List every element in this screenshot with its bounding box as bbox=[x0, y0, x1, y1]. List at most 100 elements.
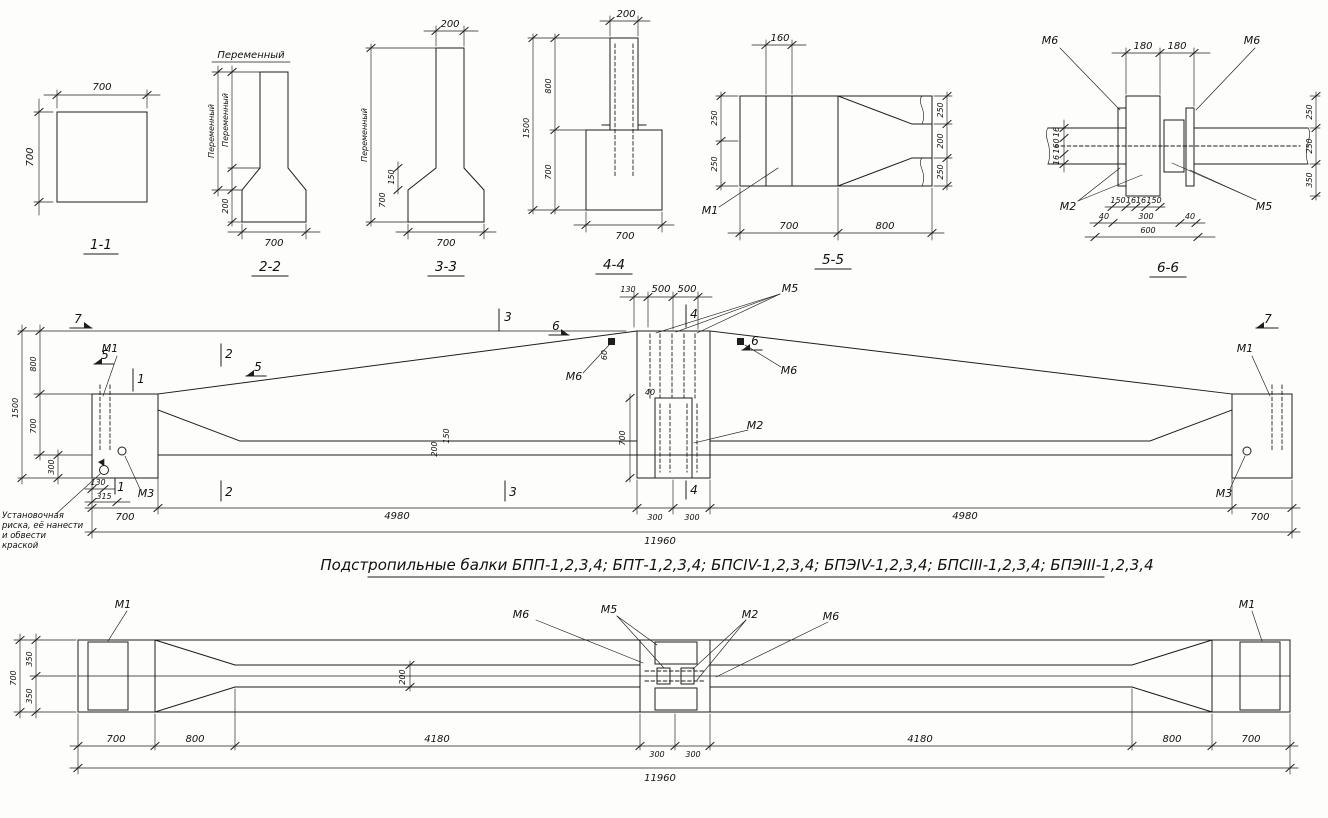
dim-label: 40 bbox=[645, 388, 655, 397]
dim-label: 700 bbox=[29, 418, 38, 433]
plan-dimensions: 700 350 350 200 700 800 4180 300 300 418… bbox=[9, 633, 1299, 784]
dim-label: 250 bbox=[710, 156, 719, 171]
cut-mark-label: 3 bbox=[509, 485, 517, 499]
dim-label: 4980 bbox=[952, 511, 977, 522]
mark-label: М5 bbox=[1256, 200, 1273, 213]
cut-mark-label: 2 bbox=[225, 485, 233, 499]
dim-label: 4980 bbox=[384, 511, 409, 522]
dim-label: 130 bbox=[90, 478, 105, 487]
joint-plate-hatch bbox=[656, 667, 671, 685]
cut-mark-label: 1 bbox=[117, 480, 125, 494]
mark-label: М5 bbox=[601, 603, 618, 616]
dim-label: 700 bbox=[615, 231, 634, 242]
mark-label: М6 bbox=[823, 610, 840, 623]
section-2-2: Переменный Переменный Переменный 200 700… bbox=[207, 50, 321, 277]
dim-label: 300 bbox=[647, 513, 662, 522]
dim-label: 200 bbox=[616, 9, 635, 20]
cut-mark-label: 7 bbox=[74, 312, 82, 326]
mark-label: М5 bbox=[782, 282, 799, 295]
elevation-mark-labels: М1 М1 М5 М6 М6 М2 М3 М3 bbox=[102, 282, 1271, 500]
dim-label: 130 bbox=[620, 285, 635, 294]
section-title: 2-2 bbox=[259, 259, 281, 275]
cut-mark-label: 3 bbox=[504, 310, 512, 324]
dim-label: 160 bbox=[770, 33, 789, 44]
dim-label: 40 bbox=[1099, 212, 1109, 221]
setting-mark-note: Установочная риска, её нанести и обвести… bbox=[1, 473, 101, 551]
plan-mark-labels: М1 М1 М6 М5 М2 М6 bbox=[107, 598, 1263, 681]
cut-mark-label: 4 bbox=[690, 307, 698, 321]
plan-view: М1 М1 М6 М5 М2 М6 700 350 350 200 700 80… bbox=[9, 598, 1299, 784]
elevation-view: 7 7 3 3 2 2 1 1 4 4 5 5 6 6 М1 М1 М5 М6 bbox=[1, 282, 1301, 551]
cut-mark-label: 5 bbox=[254, 360, 262, 374]
dim-label: 150 bbox=[1146, 196, 1161, 205]
dim-label: 180 bbox=[1133, 41, 1152, 52]
dim-label: 160 bbox=[1052, 138, 1061, 153]
dim-label: 700 bbox=[9, 670, 18, 685]
dim-label: 700 bbox=[115, 512, 134, 523]
dim-label: 600 bbox=[1140, 226, 1155, 235]
mark-label: М1 bbox=[1239, 598, 1256, 611]
dim-label: 16 bbox=[1052, 127, 1061, 137]
section-3-3: 200 Переменный 150 700 700 3-3 bbox=[360, 19, 497, 277]
dim-label: 16 bbox=[1136, 196, 1146, 205]
dim-label: 800 bbox=[544, 78, 553, 93]
note-line: и обвести bbox=[2, 531, 47, 541]
section-title: 5-5 bbox=[822, 252, 844, 268]
dim-label: Переменный bbox=[217, 50, 285, 61]
dim-label: 250 bbox=[1305, 138, 1314, 153]
dim-label: 11960 bbox=[644, 773, 676, 784]
cut-mark-label: 5 bbox=[101, 348, 109, 362]
dim-label: 315 bbox=[96, 492, 111, 501]
dim-label: 200 bbox=[936, 133, 945, 148]
m6-bolt-plate bbox=[608, 338, 615, 345]
mark-label: М6 bbox=[566, 370, 583, 383]
dim-label: 700 bbox=[25, 147, 36, 166]
dim-label: 250 bbox=[1305, 104, 1314, 119]
plan-outline bbox=[77, 639, 1291, 713]
dim-label: 700 bbox=[1250, 512, 1269, 523]
dim-label: Переменный bbox=[207, 104, 216, 158]
dim-label: 300 bbox=[684, 513, 699, 522]
dim-label: 800 bbox=[875, 221, 894, 232]
elevation-bolts bbox=[98, 333, 1283, 475]
joint-plate-hatch bbox=[654, 641, 698, 665]
elevation-outline bbox=[91, 330, 1293, 479]
mark-label: М6 bbox=[513, 608, 530, 621]
weld-plate-hatch bbox=[765, 95, 793, 187]
dim-label: 700 bbox=[264, 238, 283, 249]
mark-label: М3 bbox=[138, 487, 155, 500]
dim-label: 700 bbox=[1241, 734, 1260, 745]
dim-label: 700 bbox=[92, 82, 111, 93]
dim-label: 4180 bbox=[424, 734, 449, 745]
joint-plate-hatch bbox=[1125, 95, 1161, 197]
m6-bolt-plate bbox=[737, 338, 744, 345]
dim-label: 4180 bbox=[907, 734, 932, 745]
dim-label: 500 bbox=[651, 284, 670, 295]
dim-label: Переменный bbox=[360, 108, 369, 162]
dim-label: 11960 bbox=[644, 536, 676, 547]
dim-label: 150 bbox=[387, 169, 396, 184]
dim-label: 250 bbox=[936, 164, 945, 179]
mark-label: М1 bbox=[102, 342, 119, 355]
elevation-cut-marks: 7 7 3 3 2 2 1 1 4 4 5 5 6 6 bbox=[69, 304, 1279, 502]
mark-label: М3 bbox=[1216, 487, 1233, 500]
dim-label: 180 bbox=[1167, 41, 1186, 52]
section-1-1: 700 700 1-1 bbox=[25, 82, 161, 255]
dim-label: 700 bbox=[618, 430, 627, 445]
mark-label: М1 bbox=[115, 598, 132, 611]
cut-mark-label: 7 bbox=[1264, 312, 1272, 326]
mark-label: М6 bbox=[1244, 34, 1261, 47]
dim-label: 150 bbox=[442, 428, 451, 443]
note-line: краской bbox=[2, 541, 39, 551]
dim-label: Переменный bbox=[221, 93, 230, 147]
dim-label: 40 bbox=[1185, 212, 1195, 221]
dim-label: 200 bbox=[398, 669, 407, 684]
cut-mark-label: 4 bbox=[690, 483, 698, 497]
dim-label: 350 bbox=[1305, 172, 1314, 187]
dim-label: 700 bbox=[436, 238, 455, 249]
mark-label: М1 bbox=[702, 204, 719, 217]
section-title: 1-1 bbox=[90, 237, 112, 253]
cut-mark-label: 6 bbox=[552, 319, 560, 333]
note-line: Установочная bbox=[2, 511, 64, 521]
dim-label: 1500 bbox=[11, 398, 20, 418]
